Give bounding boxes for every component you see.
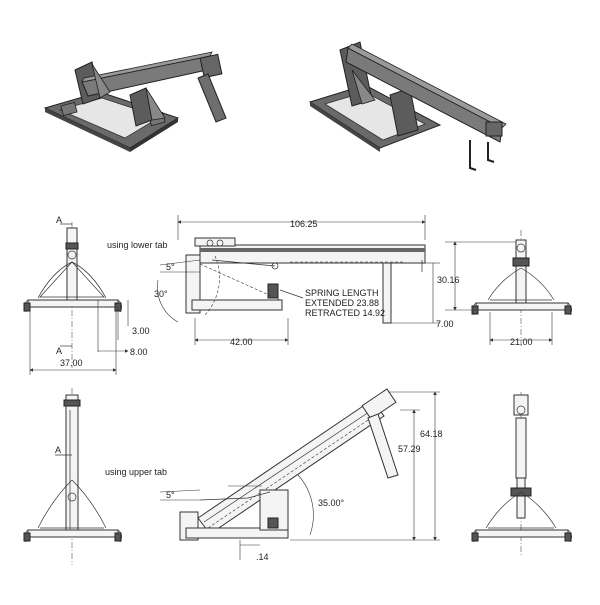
isometric-view-extended <box>308 41 507 171</box>
section-a-label-upper: A <box>55 445 61 455</box>
dim-57-29: 57.29 <box>398 444 421 454</box>
dim-64-18: 64.18 <box>420 429 443 439</box>
spring-extended: EXTENDED 23.88 <box>305 298 379 308</box>
spring-retracted: RETRACTED 14.92 <box>305 308 385 318</box>
dim-106-25: 106.25 <box>290 219 318 229</box>
rear-view-lower: 30.16 21.00 <box>437 230 572 348</box>
section-a-label-top: A <box>56 215 62 225</box>
dim-37-00: 37.00 <box>60 358 83 368</box>
dim-30-16: 30.16 <box>437 275 460 285</box>
section-a-label-bottom: A <box>56 346 62 356</box>
dim-7-00: 7.00 <box>436 319 454 329</box>
rear-view-upper <box>471 392 572 555</box>
dim-21-00: 21.00 <box>510 337 533 347</box>
angle-5-lower: 5° <box>166 262 175 272</box>
lower-tab-label: using lower tab <box>107 240 168 250</box>
dim-42-00: 42.00 <box>230 337 253 347</box>
angle-5-upper: 5° <box>166 490 175 500</box>
angle-30-lower: 30° <box>154 289 168 299</box>
angle-35: 35.00° <box>318 498 345 508</box>
isometric-view-retracted <box>43 51 227 152</box>
dim-8-00: 8.00 <box>130 347 148 357</box>
upper-tab-label: using upper tab <box>105 467 167 477</box>
dim-0-14: .14 <box>256 552 269 562</box>
front-view-lower: A A 3.00 8.00 37.00 <box>23 215 150 375</box>
side-view-upper-tab: using upper tab 5° 35.00° .14 64.18 57.2 <box>105 388 443 562</box>
side-view-lower-tab: using lower tab 106.25 5° 30° SPRING LEN… <box>107 215 454 347</box>
front-view-upper: A <box>23 388 122 565</box>
spring-length-title: SPRING LENGTH <box>305 288 379 298</box>
dim-3-00: 3.00 <box>132 326 150 336</box>
